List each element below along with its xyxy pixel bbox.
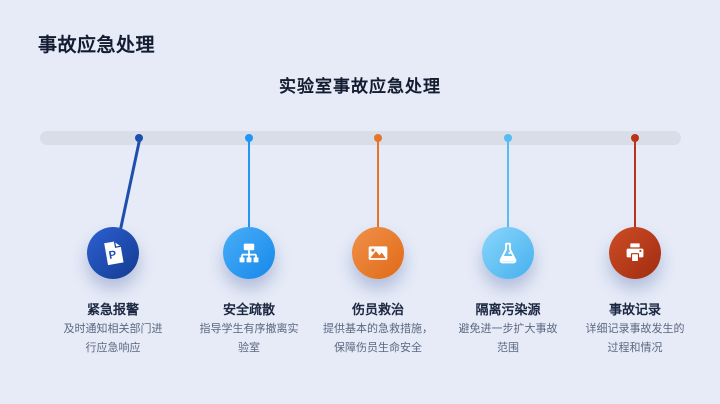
- item-description: 避免进一步扩大事故范围: [458, 323, 558, 354]
- item-description: 指导学生有序撤离实验室: [199, 323, 299, 354]
- flask-icon: [494, 239, 522, 267]
- item-circle: [482, 227, 534, 279]
- connector-line: [116, 139, 141, 241]
- item-circle: [223, 227, 275, 279]
- connector-line: [247, 140, 251, 234]
- item-description: 及时通知相关部门进行应急响应: [63, 323, 163, 354]
- item-circle: P: [87, 227, 139, 279]
- item-title: 隔离污染源: [475, 302, 541, 317]
- sitemap-icon: [235, 239, 263, 267]
- timeline-dot: [135, 134, 143, 142]
- timeline-dot: [631, 134, 639, 142]
- connector-line: [506, 140, 510, 234]
- slide-subtitle: 实验室事故应急处理: [279, 77, 441, 96]
- item-circle: [609, 227, 661, 279]
- item-title: 事故记录: [608, 302, 661, 317]
- image-icon: [364, 239, 392, 267]
- page-title: 事故应急处理: [38, 35, 156, 56]
- item-title: 伤员救治: [351, 302, 404, 317]
- connector-line: [633, 140, 637, 234]
- document-p-icon: P: [99, 239, 127, 267]
- item-description: 提供基本的急救措施，保障伤员生命安全: [323, 323, 433, 354]
- connector-line: [376, 140, 380, 234]
- item-description: 详细记录事故发生的过程和情况: [585, 323, 685, 354]
- timeline-dot: [504, 134, 512, 142]
- timeline-dot: [374, 134, 382, 142]
- item-title: 紧急报警: [86, 302, 139, 317]
- timeline-dot: [245, 134, 253, 142]
- item-title: 安全疏散: [222, 302, 275, 317]
- svg-text:P: P: [108, 249, 118, 262]
- item-circle: [352, 227, 404, 279]
- printer-icon: [621, 239, 649, 267]
- timeline-bar: [40, 131, 681, 145]
